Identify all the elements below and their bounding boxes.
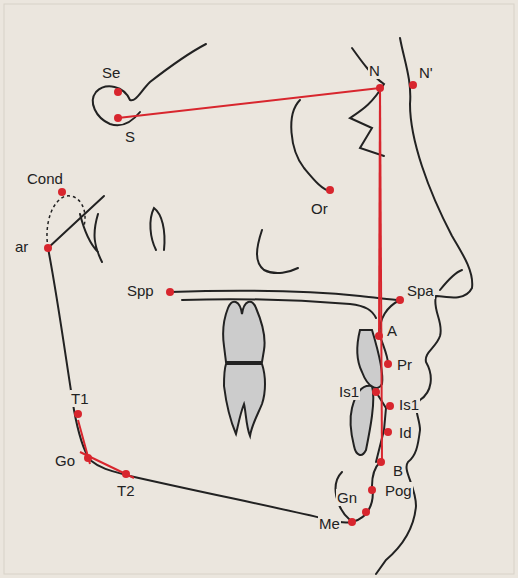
landmark-dots [326,186,334,194]
anatomy-outline [440,270,462,290]
landmark-label: Pog [384,482,413,499]
anatomy-outline [223,302,264,362]
anatomy-outline [80,214,102,262]
landmark-label: Gn [336,489,358,506]
sn-line [118,88,380,118]
anatomy-outline [150,208,164,250]
nb-line [380,88,382,462]
landmark-label: Or [310,200,329,217]
mandible-tangent [80,452,134,478]
landmark-dots [58,188,66,196]
page-edge [4,4,514,574]
anatomy-outline [376,38,472,574]
landmark-label: Id [398,424,413,441]
landmark-label: T1 [70,390,90,407]
anatomy-outline [48,38,472,574]
landmark-dots [166,288,174,296]
landmark-dots [386,402,394,410]
landmark-label: Go [54,452,76,469]
reference-lines [78,88,382,478]
landmark-dots [74,410,82,418]
landmark-dots [372,388,380,396]
landmark-dots [362,508,370,516]
landmark-dots [348,518,356,526]
landmark-label: N' [418,64,434,81]
landmark-label: Spp [126,282,155,299]
landmark-label: B [392,462,404,479]
landmark-label: Spa [406,282,435,299]
landmark-dots [376,84,384,92]
landmark-label: S [124,128,136,145]
landmark-dots [384,428,392,436]
landmark-label: Is1 [398,396,420,413]
landmark-dots [122,470,130,478]
landmark-label: ar [14,238,29,255]
landmark-label: T2 [116,482,136,499]
landmark-dots [44,81,417,526]
landmark-dots [384,360,392,368]
anatomy-outline [380,300,400,364]
anatomy-outline [48,248,373,522]
landmark-dots [375,332,383,340]
anatomy-outline [336,462,380,520]
anatomy-outline [224,364,265,436]
landmark-dots [84,454,92,462]
landmark-label: A [386,322,398,339]
landmark-dots [409,81,417,89]
landmark-label: N [368,62,381,79]
landmark-label: Pr [396,356,413,373]
anatomy-outline [291,100,332,192]
landmark-label: Cond [26,170,64,187]
landmark-dots [114,114,122,122]
landmark-dots [44,244,52,252]
landmark-label: Me [318,515,341,532]
landmark-label: Se [101,64,121,81]
landmark-label: Is1 [338,383,360,400]
anatomy-outline [257,230,298,273]
anatomy-outline [93,44,206,125]
landmark-dots [114,88,122,96]
landmark-dots [396,296,404,304]
anatomy-outline [357,330,382,388]
landmark-dots [368,486,376,494]
anatomy-outline [182,299,376,318]
condyle-outline [47,196,85,248]
landmark-dots [377,458,385,466]
